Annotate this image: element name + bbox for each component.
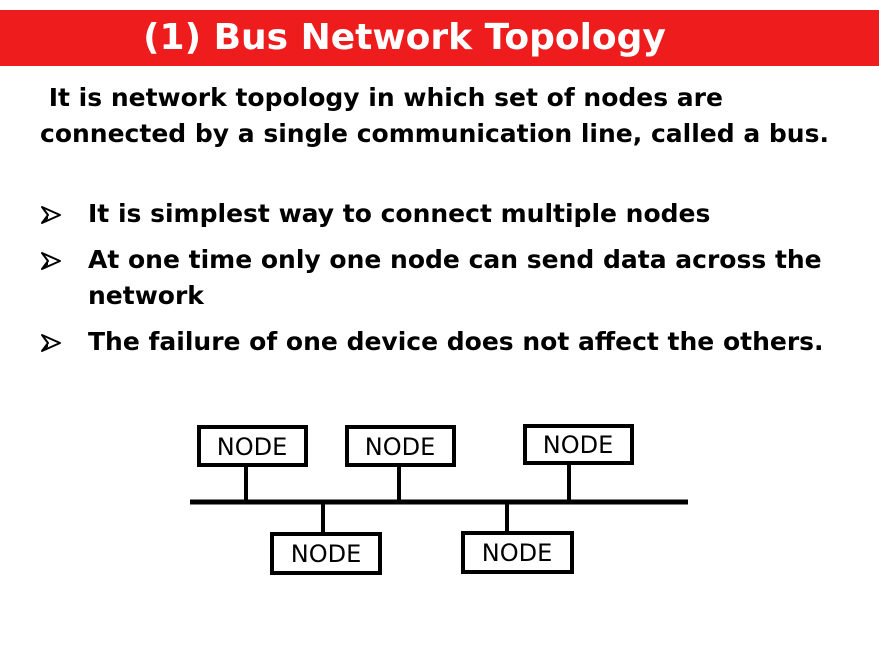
bullet-list: It is simplest way to connect multiple n… xyxy=(40,196,850,370)
bus-topology-diagram: NODE NODE NODE NODE NODE xyxy=(190,424,688,575)
node-label: NODE xyxy=(482,539,553,567)
node-label: NODE xyxy=(291,540,362,568)
node-label: NODE xyxy=(365,433,436,461)
bullet-text-1: It is simplest way to connect multiple n… xyxy=(88,199,711,228)
bullet-item-2: At one time only one node can send data … xyxy=(40,242,850,314)
node-box-4: NODE xyxy=(270,532,382,575)
bullet-item-3: The failure of one device does not affec… xyxy=(40,324,850,360)
arrowhead-bullet-icon xyxy=(41,206,61,224)
page-title: (1) Bus Network Topology xyxy=(143,17,666,58)
bullet-text-2: At one time only one node can send data … xyxy=(88,245,822,310)
bullet-text-3: The failure of one device does not affec… xyxy=(88,327,824,356)
node-box-1: NODE xyxy=(197,425,308,467)
arrowhead-bullet-icon xyxy=(41,334,61,352)
bullet-item-1: It is simplest way to connect multiple n… xyxy=(40,196,850,232)
title-bar: (1) Bus Network Topology xyxy=(0,10,879,66)
node-label: NODE xyxy=(217,433,288,461)
node-box-2: NODE xyxy=(345,425,456,467)
intro-paragraph: It is network topology in which set of n… xyxy=(40,83,829,148)
node-box-5: NODE xyxy=(461,531,574,574)
node-box-3: NODE xyxy=(523,424,634,465)
arrowhead-bullet-icon xyxy=(41,252,61,270)
node-label: NODE xyxy=(543,431,614,459)
